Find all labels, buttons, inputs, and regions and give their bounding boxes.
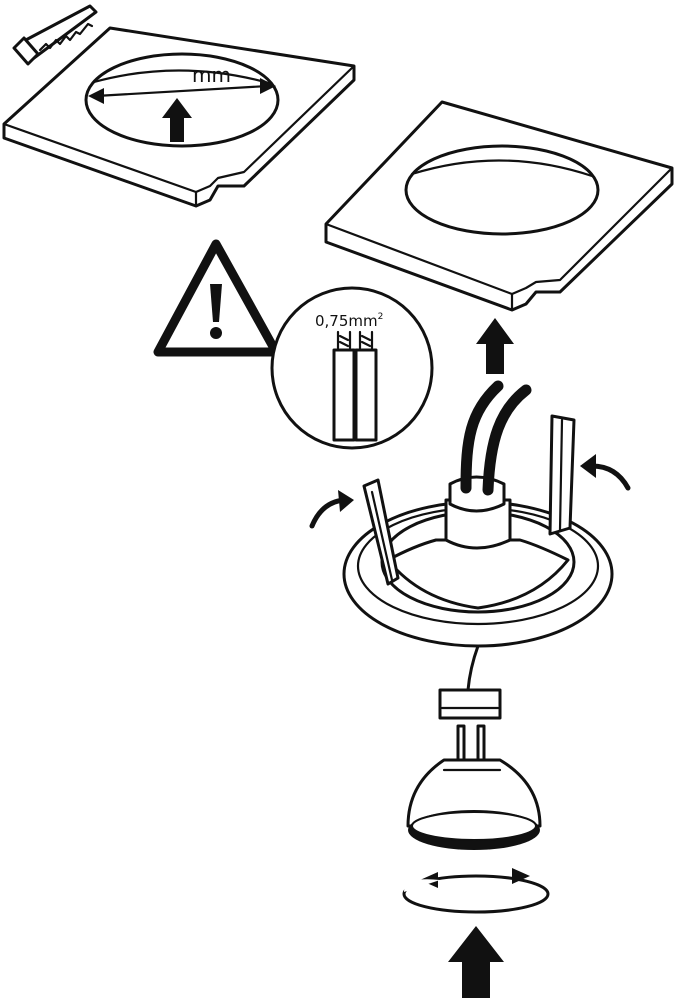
up-arrow-icon <box>448 926 504 998</box>
rotate-arrow-icon <box>402 868 550 914</box>
mr16-lamp <box>406 724 542 850</box>
lamp-connector <box>438 644 502 720</box>
wire-detail-callout: 0,75mm2 <box>270 286 434 450</box>
warning-triangle-icon <box>153 239 281 357</box>
ceiling-panel-ready-step <box>324 100 674 374</box>
up-arrow-icon <box>162 98 192 142</box>
downlight-housing <box>309 380 631 648</box>
diameter-unit-label: mm <box>192 63 231 87</box>
cutout-hole <box>84 52 280 148</box>
finished-hole <box>404 144 600 236</box>
wire-cross-section-label: 0,75mm2 <box>315 312 383 330</box>
saw-icon <box>12 4 98 66</box>
curved-arrow-left-icon <box>309 490 354 529</box>
wire-cable-icon <box>332 330 378 442</box>
ceiling-panel-cut-step: mm <box>2 4 356 208</box>
curved-arrow-right-icon <box>580 454 631 491</box>
spring-clip-right <box>548 414 576 536</box>
supply-wires <box>460 380 532 496</box>
diameter-dimension-arrow <box>88 78 276 104</box>
spring-clip-left <box>362 478 400 586</box>
up-arrow-icon <box>476 318 514 374</box>
